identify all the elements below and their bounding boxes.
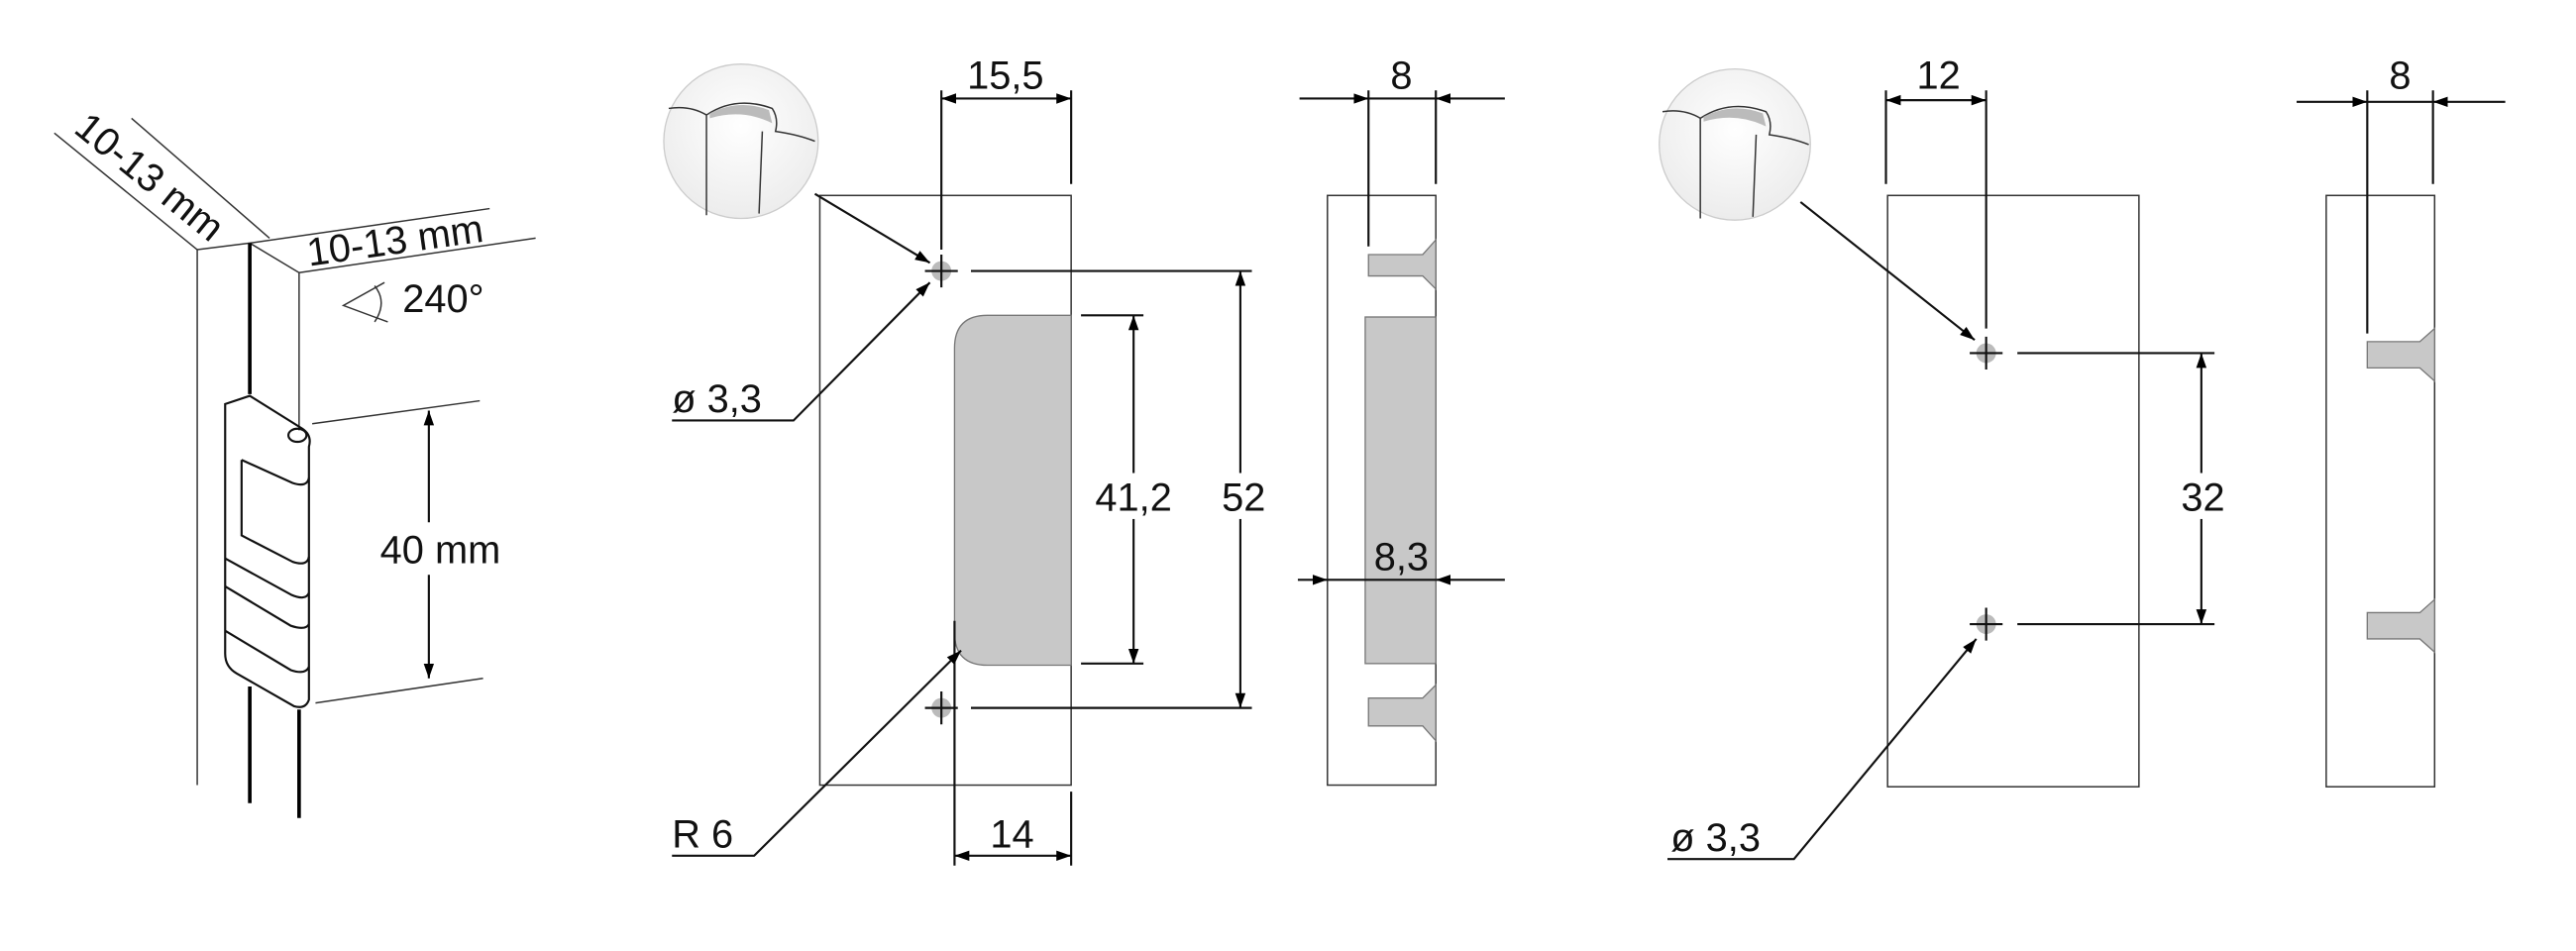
hole-diameter-label: ø 3,3 xyxy=(672,377,762,421)
screw-section xyxy=(1367,238,1437,291)
countersink-shade xyxy=(1703,108,1767,127)
side-thickness-label: 8 xyxy=(2389,54,2411,98)
countersink-detail xyxy=(668,102,815,216)
hole-spacing-label: 52 xyxy=(1222,476,1265,520)
hole-spacing-label: 32 xyxy=(2181,476,2224,520)
depth-ext-line xyxy=(131,117,270,239)
plate-b-front-view: 12 32 ø 3,3 xyxy=(1659,54,2231,861)
plate-outline xyxy=(1886,194,2140,788)
recess-depth-label: 8,3 xyxy=(1374,535,1429,579)
screw-section xyxy=(2366,327,2435,383)
mounting-hole xyxy=(924,691,958,725)
plate-a-side-view: 8 8,3 xyxy=(1297,54,1505,787)
mounting-hole xyxy=(1970,336,2003,370)
mounting-hole xyxy=(924,254,958,288)
height-ext-line xyxy=(312,399,481,425)
countersink-shade xyxy=(709,105,773,124)
recess-section xyxy=(1364,316,1437,665)
hole-diameter-label: ø 3,3 xyxy=(1670,816,1761,860)
panel-top-edge xyxy=(196,242,251,251)
door-top-back-edge xyxy=(250,207,490,245)
side-thickness-label: 8 xyxy=(1390,54,1412,98)
isometric-view: 40 mm 240° 10-13 mm 10-13 mm xyxy=(54,104,536,818)
thickness-label: 10-13 mm xyxy=(304,207,485,274)
angle-icon xyxy=(341,281,388,323)
callout-arrow xyxy=(1799,201,1976,342)
label-bg xyxy=(1087,473,1180,519)
plate-side-outline xyxy=(2325,194,2436,788)
door-top-front-edge xyxy=(298,237,536,273)
door-top-side-edge xyxy=(249,242,300,273)
radius-label: R 6 xyxy=(672,813,733,857)
plate-b-side-view: 8 xyxy=(2297,54,2506,788)
mounting-hole xyxy=(1970,607,2003,641)
width-to-hole-label: 12 xyxy=(1916,54,1960,98)
leader-line xyxy=(672,281,931,422)
hinge-knuckle xyxy=(287,427,308,444)
width-to-hole-label: 15,5 xyxy=(967,54,1043,98)
depth-label: 10-13 mm xyxy=(66,104,232,250)
screw-section xyxy=(2366,597,2435,654)
opening-angle-label: 240° xyxy=(402,277,483,321)
recess xyxy=(953,314,1072,667)
recess-height-label: 41,2 xyxy=(1095,476,1171,520)
height-ext-line xyxy=(315,678,483,704)
plate-a-front-view: 15,5 52 41,2 14 ø 3,3 R 6 xyxy=(663,54,1269,866)
countersink-detail xyxy=(1662,105,1809,219)
depth-ext-line xyxy=(54,132,198,251)
label-bg xyxy=(1216,473,1269,519)
label-bg xyxy=(2175,473,2231,519)
countersink-detail-callout xyxy=(1659,67,1811,221)
recess-width-label: 14 xyxy=(990,813,1033,857)
leader-line xyxy=(672,649,962,857)
callout-arrow xyxy=(813,192,931,264)
screw-section xyxy=(1367,683,1437,743)
leader-line xyxy=(1667,638,1978,861)
hinge-body xyxy=(224,394,311,708)
countersink-detail-callout xyxy=(663,63,819,220)
hinge-height-label: 40 mm xyxy=(380,529,501,573)
